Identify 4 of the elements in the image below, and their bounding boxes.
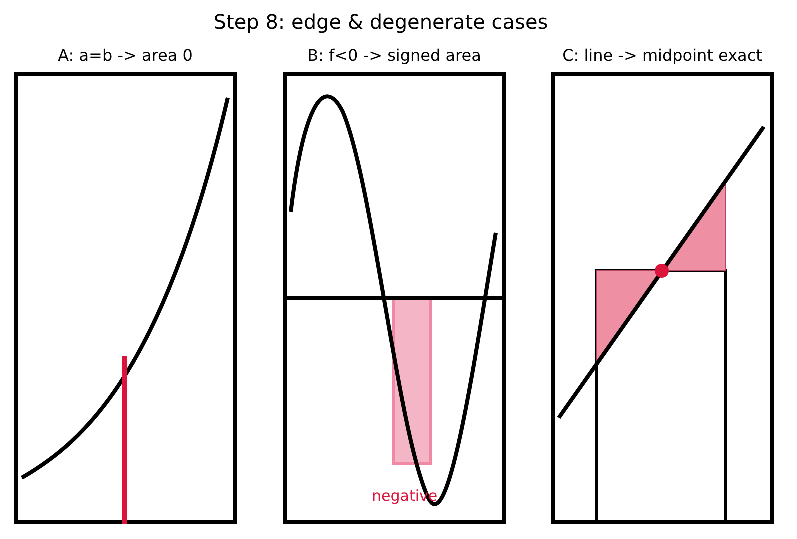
chart-title: Step 8: edge & degenerate cases: [212, 10, 550, 34]
panel-title: B: f<0 -> signed area: [306, 46, 482, 65]
panel-title: A: a=b -> area 0: [57, 46, 194, 65]
panel-title: C: line -> midpoint exact: [562, 46, 764, 65]
